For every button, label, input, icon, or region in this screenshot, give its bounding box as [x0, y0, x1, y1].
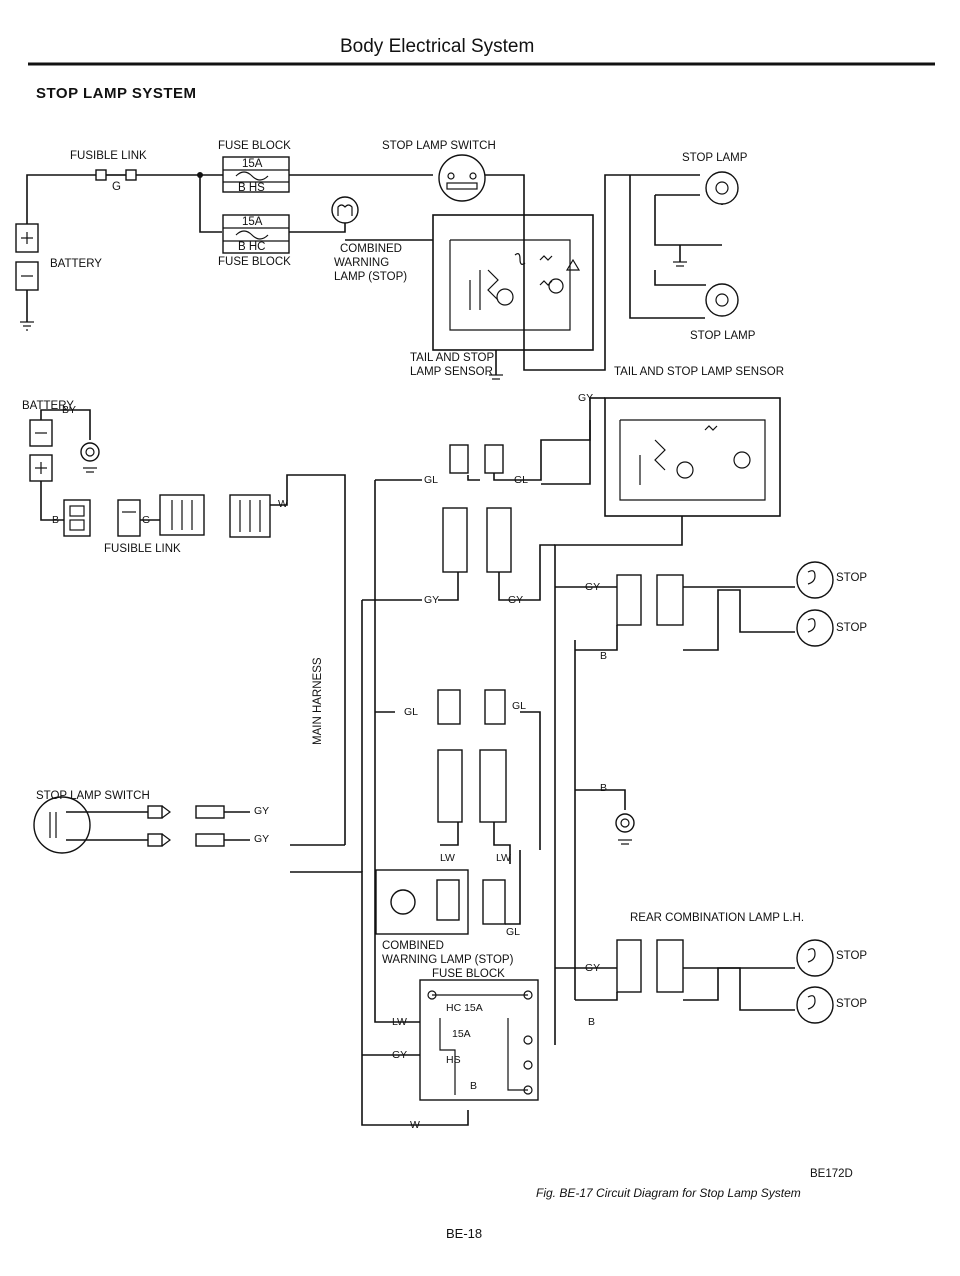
fusible-link-color: G: [112, 181, 121, 193]
wire-b-1: B: [600, 650, 608, 662]
wire-gl-2: GL: [514, 474, 529, 486]
wire-gy-2: GY: [254, 833, 270, 845]
wire-gl-1: GL: [424, 474, 439, 486]
fuse-b-label: B: [470, 1080, 478, 1092]
page-header-title: Body Electrical System: [340, 36, 535, 57]
rear-combination-lamp-label: REAR COMBINATION LAMP L.H.: [630, 912, 805, 924]
fuse-block-label-bottom: FUSE BLOCK: [218, 256, 291, 268]
wire-lw-1: LW: [440, 852, 455, 864]
wire-lw-2: LW: [496, 852, 511, 864]
battery-label: BATTERY: [50, 258, 102, 270]
harness-warning-line-2: WARNING LAMP (STOP): [382, 954, 514, 966]
tail-sensor-line-1: TAIL AND STOP: [410, 352, 495, 364]
wire-gl-4: GL: [512, 700, 527, 712]
wire-gy-1: GY: [254, 805, 270, 817]
wire-g: G: [142, 514, 151, 526]
wire-gy-5: GY: [392, 1049, 408, 1061]
warning-lamp-line-1: COMBINED: [340, 243, 402, 255]
wire-b-2: B: [600, 782, 608, 794]
stop-lamp-symbol-lower: [705, 283, 739, 317]
harness-warning-line-1: COMBINED: [382, 940, 444, 952]
stop-lamp-label-bottom: STOP LAMP: [690, 330, 756, 342]
warning-lamp-line-3: LAMP (STOP): [334, 271, 408, 283]
fuse-15a-label: 15A: [452, 1028, 471, 1040]
wire-gy-6: GY: [578, 392, 594, 404]
stop-label-4: STOP: [836, 998, 868, 1010]
wire-lw-3: LW: [392, 1016, 407, 1028]
section-title: STOP LAMP SYSTEM: [36, 85, 197, 102]
harness-battery-label: BATTERY: [22, 400, 74, 412]
wire-gy-3: GY: [424, 594, 440, 606]
harness-tail-sensor-label: TAIL AND STOP LAMP SENSOR: [614, 366, 785, 378]
harness-stop-switch-symbol: [33, 796, 91, 854]
wire-gy-7: GY: [585, 581, 601, 593]
tail-sensor-line-2: LAMP SENSOR: [410, 366, 493, 378]
fuse-hs-harness-label: HS: [446, 1054, 461, 1066]
wire-gl-5: GL: [506, 926, 521, 938]
warning-lamp-line-2: WARNING: [334, 257, 390, 269]
wire-w: W: [278, 498, 288, 510]
wire-gy-8: GY: [585, 962, 601, 974]
stop-lamp-label-top: STOP LAMP: [682, 152, 748, 164]
battery-symbol: [15, 223, 39, 331]
wire-b-3: B: [588, 1016, 596, 1028]
wire-b-battery: B: [52, 514, 60, 526]
stop-lamp-symbol-upper: [705, 171, 739, 205]
figure-number: Fig. BE-17: [536, 1186, 593, 1200]
wire-by: BY: [62, 404, 77, 416]
fuse-hc-amp: 15A: [242, 216, 263, 228]
fusible-link-symbol: [95, 169, 137, 181]
harness-fusible-link-label: FUSIBLE LINK: [104, 543, 181, 555]
fusible-link-label: FUSIBLE LINK: [70, 150, 147, 162]
harness-connectors: [375, 444, 512, 935]
fuse-hc15a-label: HC 15A: [446, 1002, 483, 1014]
stop-label-3: STOP: [836, 950, 868, 962]
wire-gy-4: GY: [508, 594, 524, 606]
wire-w-2: W: [410, 1119, 420, 1131]
fuse-hs-label: B HS: [238, 182, 265, 194]
stop-lamp-switch-label: STOP LAMP SWITCH: [382, 140, 496, 152]
fuse-hs-amp: 15A: [242, 158, 263, 170]
main-harness-label: MAIN HARNESS: [312, 657, 324, 745]
harness-fuse-block-label: FUSE BLOCK: [432, 968, 505, 980]
fuse-block-label-top: FUSE BLOCK: [218, 140, 291, 152]
harness-stop-switch-label: STOP LAMP SWITCH: [36, 790, 150, 802]
page-number: BE-18: [446, 1226, 483, 1241]
harness-fuse-block: [419, 979, 539, 1101]
wire-gl-3: GL: [404, 706, 419, 718]
figure-code: BE172D: [810, 1168, 853, 1180]
stop-lamp-switch-symbol: [438, 154, 486, 202]
warning-lamp-symbol: [331, 196, 359, 224]
figure-caption: Fig. BE-17 Circuit Diagram for Stop Lamp…: [536, 1186, 801, 1200]
stop-label-2: STOP: [836, 622, 868, 634]
fuse-hc-label: B HC: [238, 241, 266, 253]
figure-caption-text: Circuit Diagram for Stop Lamp System: [596, 1186, 801, 1200]
stop-label-1: STOP: [836, 572, 868, 584]
harness-battery-symbol: [29, 419, 53, 482]
